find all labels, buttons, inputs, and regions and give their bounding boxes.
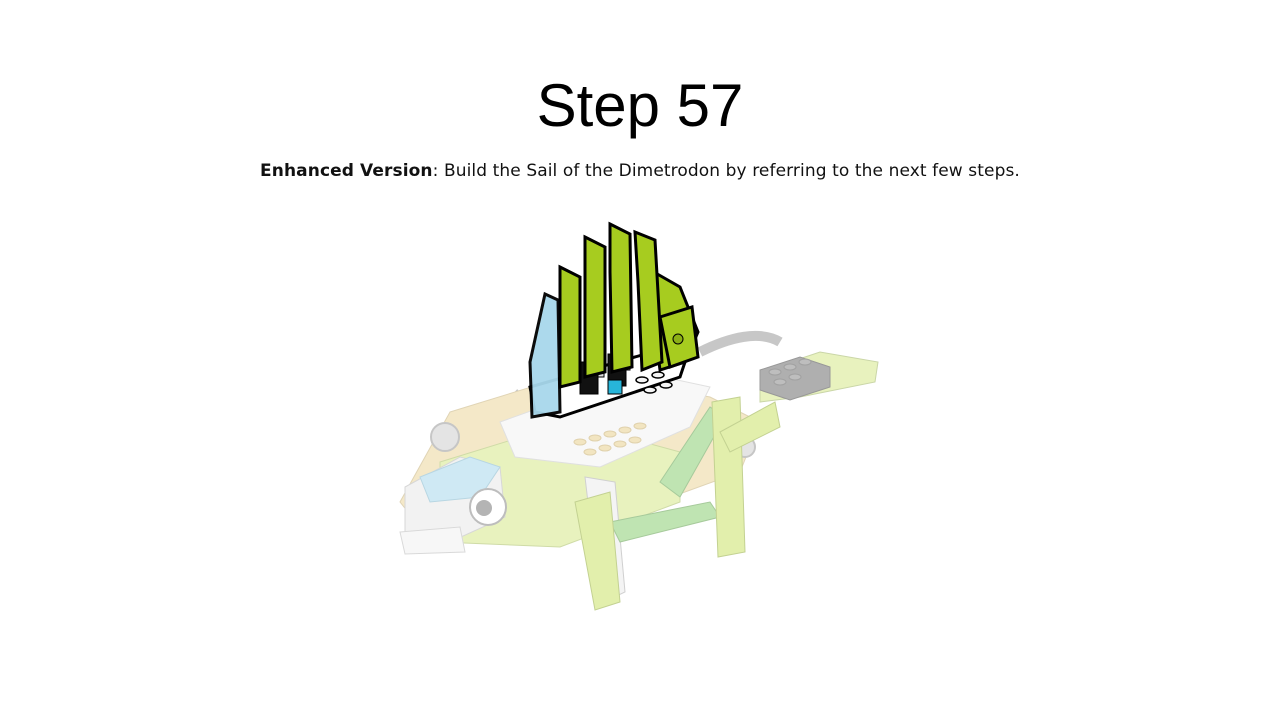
back-leg [719, 401, 781, 453]
body-studs [573, 422, 647, 456]
sail-base-studs [635, 371, 673, 394]
front-leg [574, 491, 621, 611]
step-title: Step 57 [536, 72, 744, 139]
model-body-faded [399, 331, 879, 611]
sail-fin [558, 264, 582, 389]
sail-assembly-highlighted [528, 221, 700, 419]
instruction-separator: : [432, 161, 439, 181]
instruction-body: Build the Sail of the Dimetrodon by refe… [438, 161, 1020, 181]
gear-icon [430, 422, 460, 452]
sail-fin [583, 234, 607, 379]
tail-studs [768, 358, 812, 386]
sail-fin [633, 229, 664, 373]
dimetrodon-model-illustration [399, 221, 879, 611]
instruction-text: Enhanced Version: Build the Sail of the … [0, 159, 1280, 183]
blue-peg [607, 379, 623, 395]
cable [697, 331, 783, 357]
sail-fin [608, 221, 634, 374]
sail-hole [672, 333, 684, 345]
instruction-label: Enhanced Version [260, 161, 433, 181]
transparent-blue-fin [528, 291, 562, 419]
jaw [399, 526, 466, 555]
